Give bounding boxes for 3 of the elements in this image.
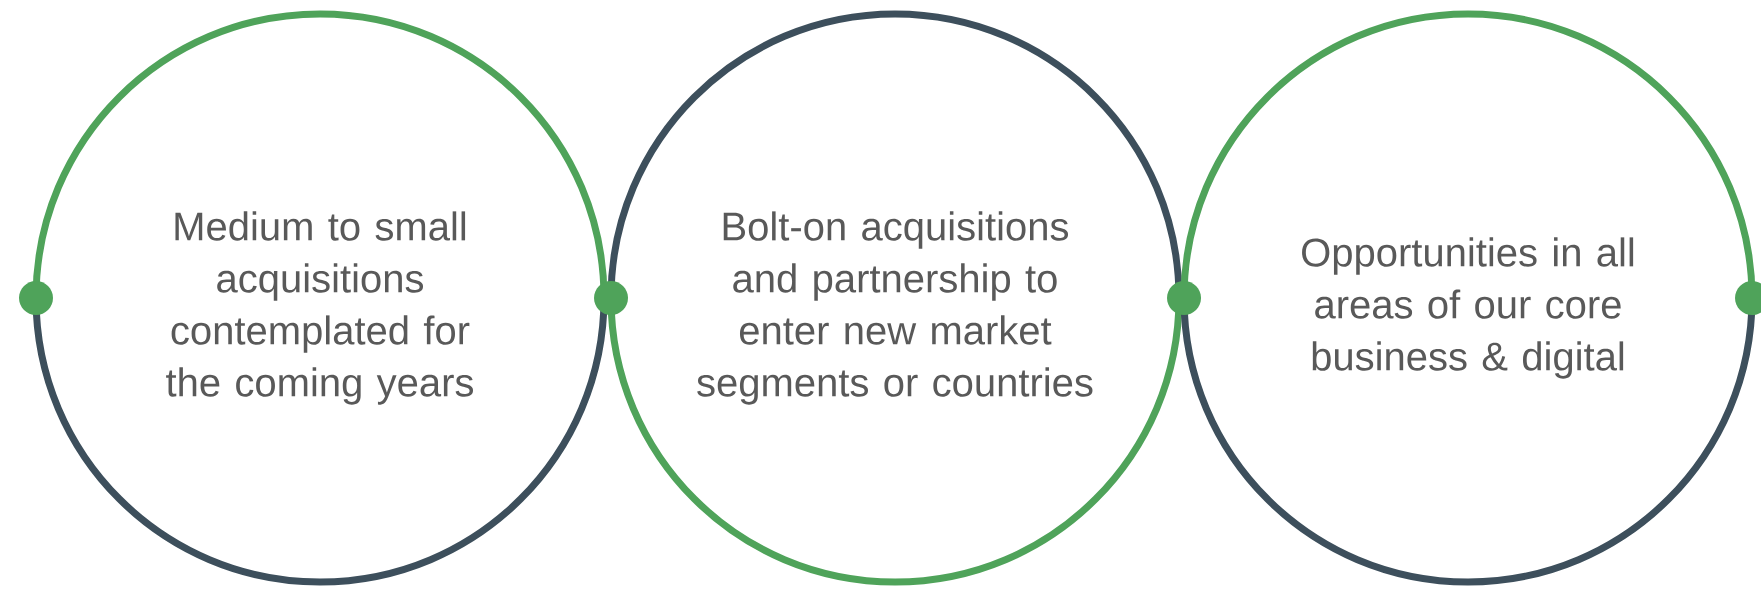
circle-frame: Opportunities in all areas of our core business & digital (1180, 10, 1756, 586)
circle-frame: Medium to small acquisitions contemplated for the coming years (32, 10, 608, 586)
circle-frame: Bolt-on acquisitions and partnership to enter new market segments or countries (607, 10, 1183, 586)
